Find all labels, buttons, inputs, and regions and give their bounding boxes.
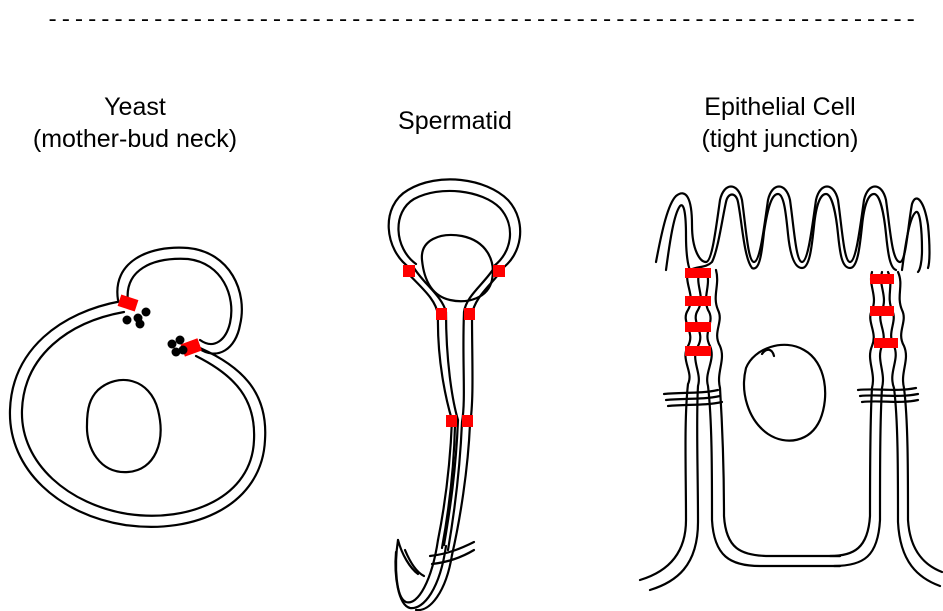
epithelial-nucleus-notch bbox=[762, 350, 774, 356]
yeast-dot bbox=[142, 308, 151, 317]
spermatid-ring-neck-right bbox=[464, 308, 475, 320]
epithelial-desmosome bbox=[664, 390, 718, 394]
tight-junction-right bbox=[870, 274, 894, 284]
yeast-bud-inner bbox=[128, 259, 232, 344]
spermatid-ring-head-left bbox=[403, 265, 415, 277]
yeast-dot bbox=[136, 320, 145, 329]
epithelial-lateral-wall-right bbox=[888, 272, 940, 586]
epithelial-microvilli-inner bbox=[666, 205, 690, 270]
spermatid-neck-right-inner bbox=[464, 268, 494, 312]
epithelial-desmosome bbox=[858, 388, 916, 390]
epithelial-desmosome bbox=[860, 394, 918, 396]
tight-junction-right bbox=[874, 338, 898, 348]
yeast-cell bbox=[10, 248, 265, 527]
yeast-dot bbox=[176, 336, 185, 345]
epithelial-cell bbox=[640, 187, 942, 591]
spermatid-ring-tail-right bbox=[462, 415, 473, 427]
tight-junction-left bbox=[685, 322, 711, 332]
spermatid-neck-left-inner bbox=[414, 268, 446, 312]
tight-junction-left bbox=[685, 346, 711, 356]
spermatid-head-inner bbox=[398, 191, 510, 266]
yeast-nucleus bbox=[87, 380, 161, 472]
epithelial-lateral-wall-right bbox=[830, 272, 874, 556]
spermatid-cell bbox=[389, 179, 520, 610]
tight-junction-left bbox=[685, 268, 711, 278]
epithelial-lateral-wall-left bbox=[716, 270, 840, 556]
tight-junction-left bbox=[685, 296, 711, 306]
epithelial-lateral-wall-left bbox=[650, 270, 701, 590]
tight-junction-right bbox=[870, 306, 894, 316]
yeast-dot bbox=[123, 316, 132, 325]
epithelial-lateral-wall-right bbox=[834, 272, 884, 566]
epithelial-nucleus bbox=[744, 345, 825, 441]
spermatid-ring-head-right bbox=[493, 265, 505, 277]
spermatid-ring-tail-left bbox=[446, 415, 457, 427]
epithelial-lateral-wall-left bbox=[640, 270, 691, 580]
spermatid-ring-neck-left bbox=[436, 308, 447, 320]
yeast-septin-ring-left bbox=[118, 295, 139, 312]
epithelial-lateral-wall-right bbox=[898, 272, 942, 572]
yeast-dot bbox=[168, 340, 177, 349]
epithelial-microvilli-inner bbox=[902, 212, 922, 272]
epithelial-desmosome bbox=[668, 402, 722, 406]
yeast-dot bbox=[179, 346, 188, 355]
epithelial-desmosome bbox=[666, 396, 720, 400]
